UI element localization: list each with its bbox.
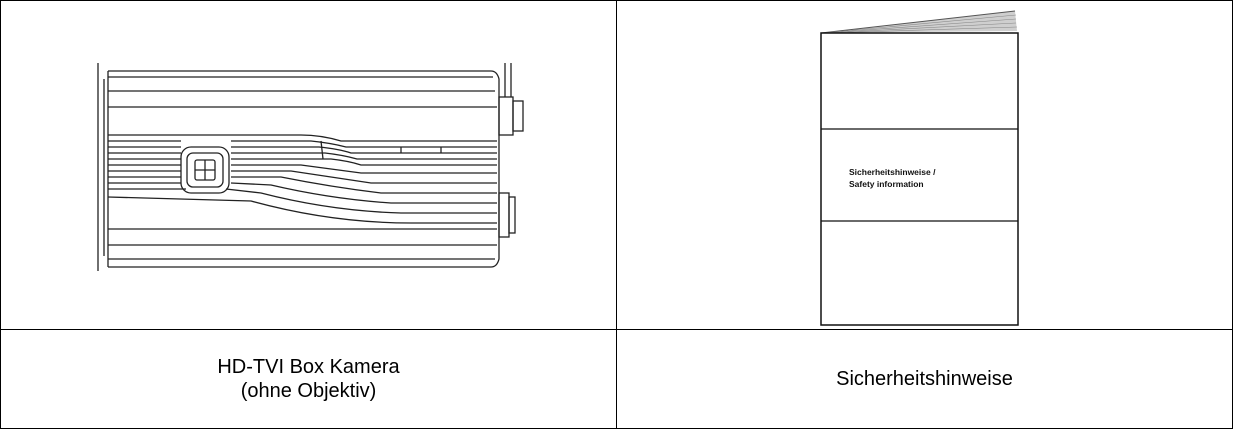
booklet-text-line2: Safety information xyxy=(849,179,924,189)
table-column-divider xyxy=(616,0,617,429)
camera-caption-line1: HD-TVI Box Kamera xyxy=(217,356,400,378)
camera-caption: HD-TVI Box Kamera (ohne Objektiv) xyxy=(1,330,616,428)
safety-booklet-drawing: Sicherheitshinweise / Safety information xyxy=(820,10,1019,326)
booklet-text-line1: Sicherheitshinweise / xyxy=(849,167,936,177)
table-border-left xyxy=(0,0,1,429)
booklet-caption: Sicherheitshinweise xyxy=(617,330,1232,428)
camera-image-cell xyxy=(1,1,616,329)
camera-caption-line2: (ohne Objektiv) xyxy=(240,380,377,402)
booklet-caption-text: Sicherheitshinweise xyxy=(836,368,1013,390)
box-camera-side-view-drawing xyxy=(97,63,524,271)
booklet-image-cell: Sicherheitshinweise / Safety information xyxy=(617,1,1232,329)
table-row-divider xyxy=(0,329,1233,330)
